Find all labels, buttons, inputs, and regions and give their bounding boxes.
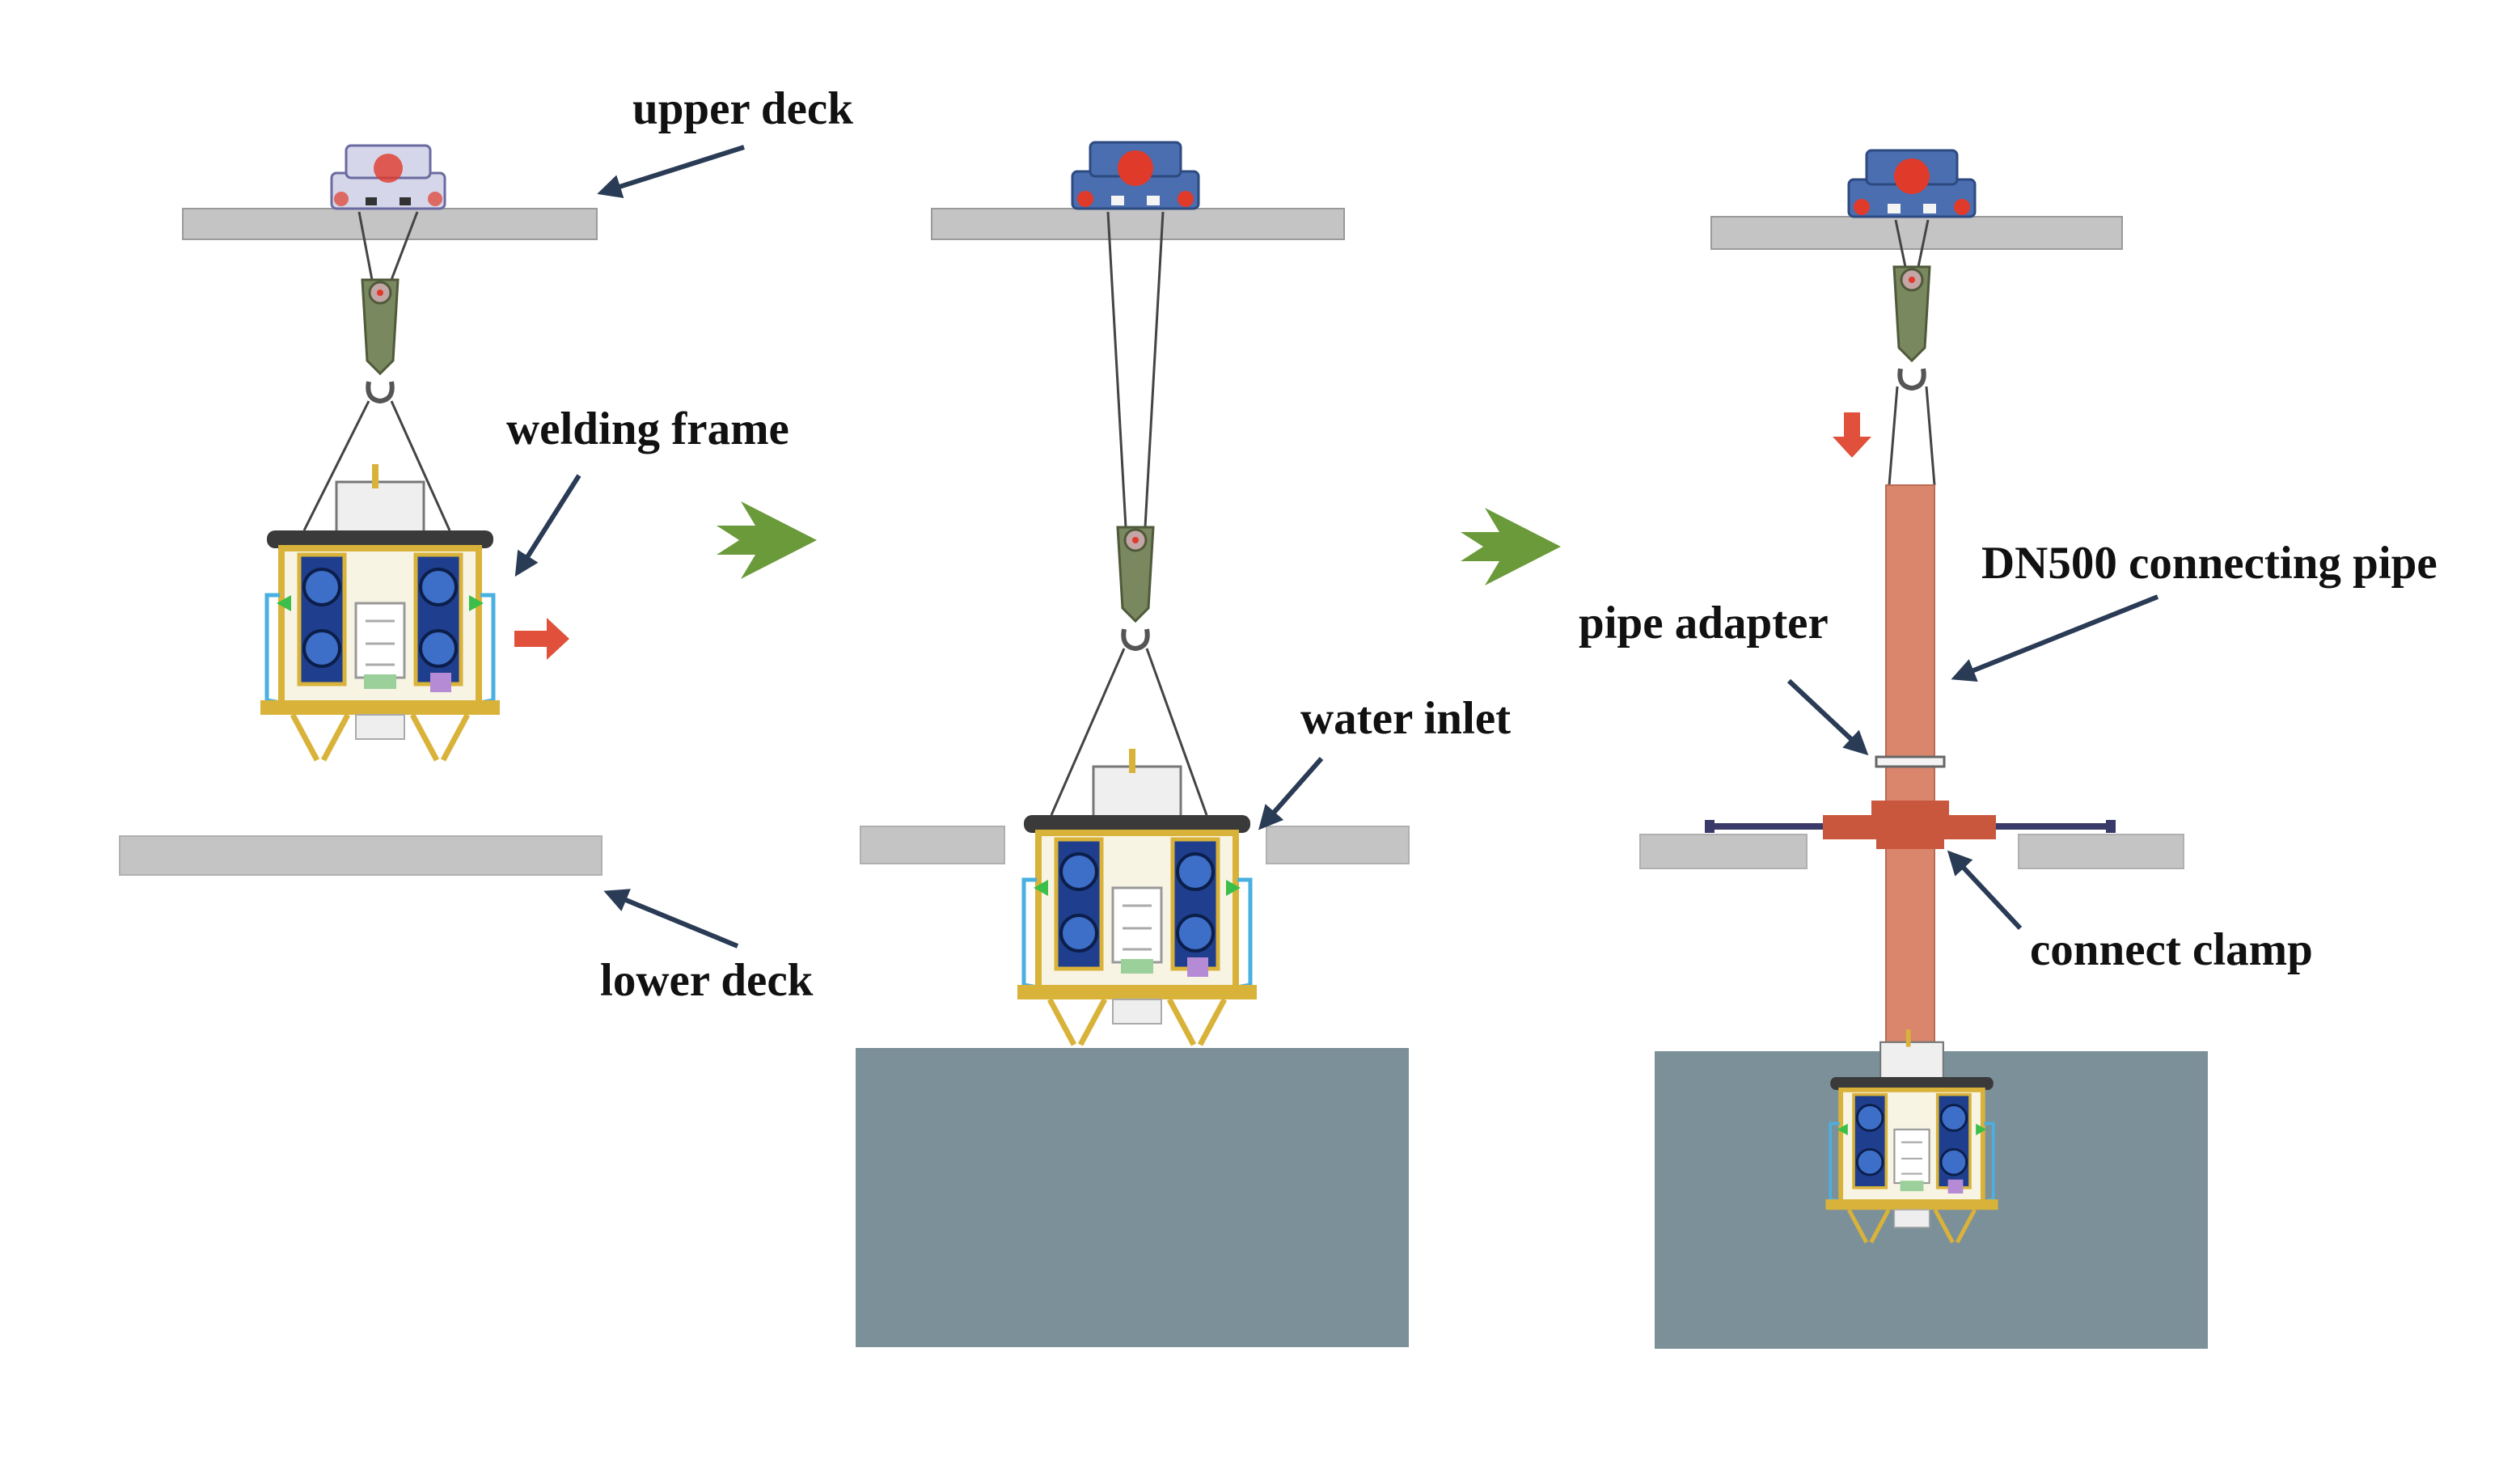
panel-2 xyxy=(856,141,1410,1347)
label-pipe-adapter: pipe adapter xyxy=(1579,598,1829,649)
dn500-pipe xyxy=(1885,484,1935,1060)
hoist-3 xyxy=(1847,149,1977,218)
flow-arrow-2 xyxy=(1461,508,1561,585)
upper-deck-3 xyxy=(1710,216,2123,250)
lower-arrow-3 xyxy=(1833,412,1871,458)
flow-arrow-1 xyxy=(717,501,817,579)
label-welding-frame: welding frame xyxy=(506,403,789,454)
panel-3 xyxy=(1639,149,2208,1349)
pointer-pipe-adapter xyxy=(1786,678,1869,756)
lower-deck-3-right xyxy=(2018,834,2184,869)
lower-deck-1 xyxy=(119,835,603,876)
welding-frame-1 xyxy=(260,464,500,760)
welding-frame-2 xyxy=(1017,749,1257,1045)
label-water-inlet: water inlet xyxy=(1300,693,1512,744)
pointer-upper-deck xyxy=(597,145,745,199)
lower-deck-3-left xyxy=(1639,834,1808,869)
pointer-connect-clamp xyxy=(1947,850,2023,931)
hoist-2 xyxy=(1071,141,1200,210)
upper-deck-2 xyxy=(931,208,1345,240)
pointer-lower-deck xyxy=(603,889,739,949)
pipe-adapter xyxy=(1875,755,1946,768)
upper-deck-1 xyxy=(182,208,598,240)
water-2 xyxy=(856,1048,1409,1347)
label-upper-deck: upper deck xyxy=(632,83,853,134)
hook-1 xyxy=(362,280,398,401)
lower-deck-2-right xyxy=(1266,826,1410,864)
move-arrow-1 xyxy=(514,618,569,660)
label-lower-deck: lower deck xyxy=(600,955,814,1006)
panel-1 xyxy=(119,144,603,876)
label-dn500-pipe: DN500 connecting pipe xyxy=(1981,538,2438,589)
label-connect-clamp: connect clamp xyxy=(2030,924,2313,975)
hook-3 xyxy=(1894,267,1930,388)
pointer-water-inlet xyxy=(1258,757,1324,830)
hoist-1 xyxy=(330,144,446,210)
pointer-dn500-pipe xyxy=(1951,594,2159,682)
pointer-welding-frame xyxy=(514,474,581,577)
connect-clamp xyxy=(1705,801,2116,849)
hook-2 xyxy=(1118,527,1153,649)
lower-deck-2-left xyxy=(860,826,1005,864)
